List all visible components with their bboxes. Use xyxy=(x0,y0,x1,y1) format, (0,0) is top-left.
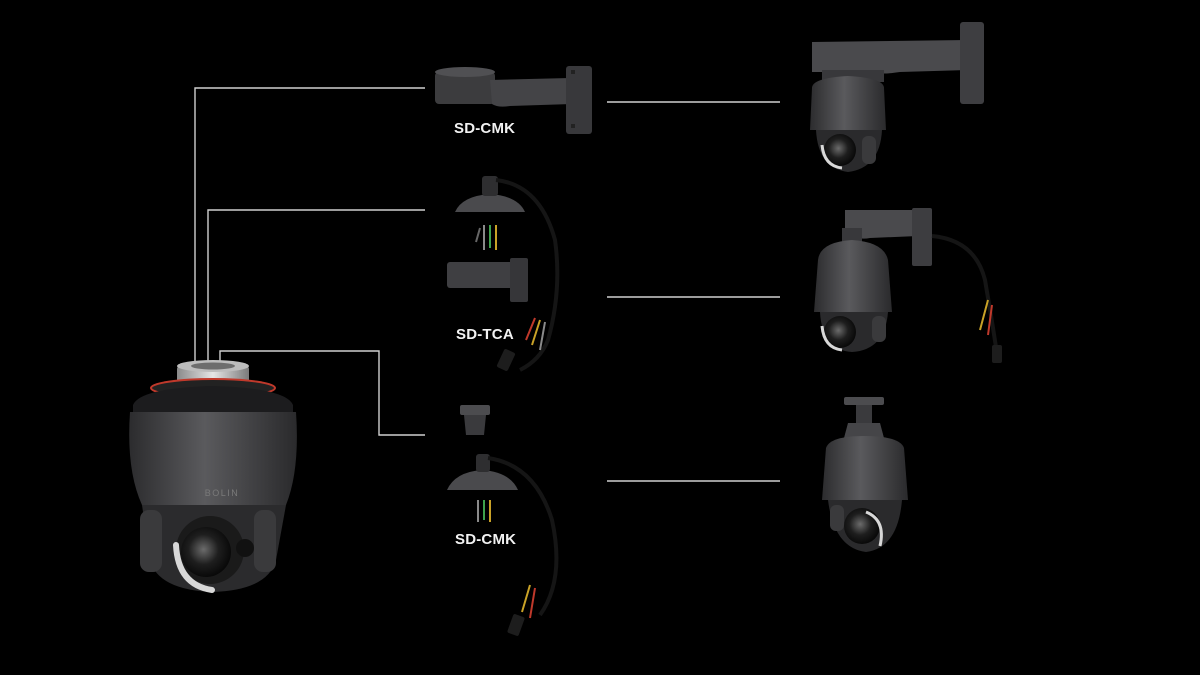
result-camera-wall-mount xyxy=(810,22,984,172)
result-camera-bracket-mount xyxy=(814,208,1002,363)
mount-label-sd-cmk-2: SD-CMK xyxy=(455,531,517,548)
accessory-pendant-kit xyxy=(447,405,559,636)
accessory-wall-arm xyxy=(435,66,592,134)
result-camera-pendant-mount xyxy=(822,397,908,552)
connector-line-3 xyxy=(219,350,425,436)
camera-brand-text: BOLIN xyxy=(205,488,240,498)
ptz-camera-main: BOLIN xyxy=(129,360,297,593)
connector-lines xyxy=(194,87,780,482)
accessory-tca-kit xyxy=(447,176,560,372)
connector-line-2 xyxy=(207,209,425,372)
mount-label-sd-cmk-1: SD-CMK xyxy=(454,120,516,137)
connector-line-1 xyxy=(194,87,425,372)
mount-label-sd-tca: SD-TCA xyxy=(456,326,514,343)
